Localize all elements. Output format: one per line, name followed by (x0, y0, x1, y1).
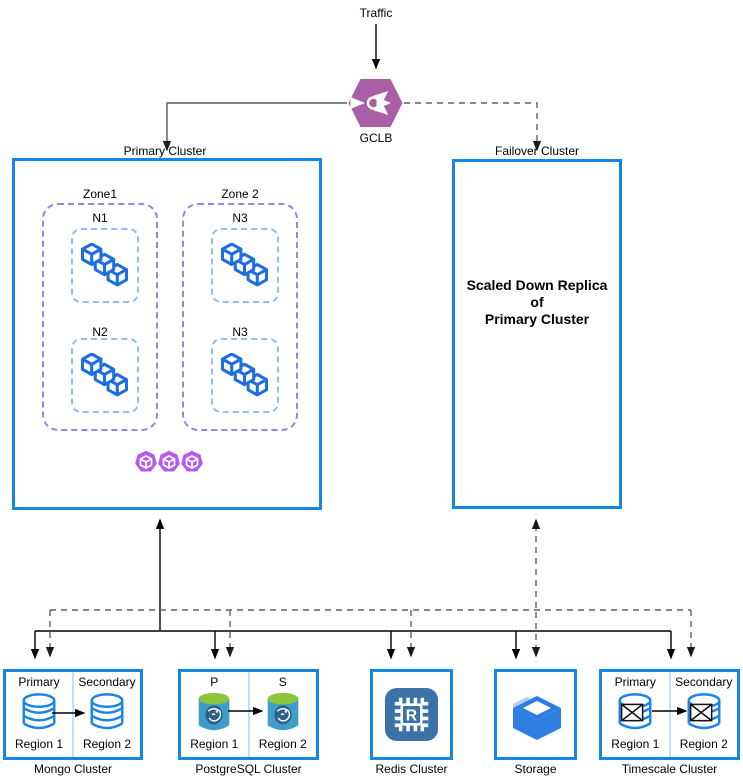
traffic-label: Traffic (359, 6, 393, 20)
mongo-cluster-box: Primary Region 1 Secondary (3, 669, 143, 760)
postgres-primary-region-label: Region 1 (190, 737, 239, 751)
timescale-secondary-half: Secondary Region 2 (671, 672, 738, 757)
timescale-primary-half: Primary Region 1 (602, 672, 669, 757)
workload-cubes-icon (80, 243, 129, 287)
postgres-primary-role-label: P (210, 675, 219, 689)
timescale-cluster-label: Timescale Cluster (621, 762, 718, 776)
workload-cubes-icon (80, 353, 129, 397)
primary-cluster-label: Primary Cluster (123, 144, 207, 158)
postgresql-icon (267, 692, 299, 731)
timescale-primary-role-label: Primary (614, 675, 656, 689)
redis-cluster-box: R (370, 669, 453, 760)
mongo-secondary-region-label: Region 2 (82, 737, 132, 751)
postgres-secondary-region-label: Region 2 (258, 737, 307, 751)
mongo-primary-region-label: Region 1 (14, 737, 64, 751)
mongo-cluster-label: Mongo Cluster (33, 762, 113, 776)
redis-cluster-label: Redis Cluster (375, 762, 448, 776)
redis-letter: R (406, 707, 418, 724)
postgres-primary-half: P Region 1 (181, 672, 248, 757)
pods-icon (134, 449, 204, 475)
failover-cluster-label: Failover Cluster (494, 144, 580, 158)
primary-cluster-box: Zone1 N1 N2 (12, 158, 322, 510)
timescale-primary-region-label: Region 1 (611, 737, 660, 751)
mongo-secondary-half: Secondary Region 2 (74, 672, 140, 757)
failover-cluster-text: Scaled Down Replica of Primary Cluster (466, 277, 608, 327)
node-n3b-box (211, 338, 279, 413)
mongodb-icon (22, 693, 56, 730)
timescale-secondary-role-label: Secondary (675, 675, 733, 689)
postgresql-icon (198, 692, 230, 731)
timescale-secondary-region-label: Region 2 (679, 737, 728, 751)
mongo-secondary-role-label: Secondary (78, 675, 136, 689)
mongo-box-divider (72, 672, 74, 757)
node-n1-label: N1 (92, 211, 108, 225)
failover-cluster-box: Scaled Down Replica of Primary Cluster (452, 159, 622, 509)
storage-icon (512, 695, 561, 740)
zone2-box: N3 N3 (182, 203, 298, 431)
postgres-box-divider (247, 672, 250, 757)
mongo-primary-half: Primary Region 1 (6, 672, 72, 757)
gclb-to-failover-arrow (404, 102, 542, 152)
zone1-label: Zone1 (82, 187, 118, 201)
postgres-secondary-half: S Region 2 (250, 672, 317, 757)
timescale-box-divider (668, 672, 671, 757)
workload-cubes-icon (220, 243, 269, 287)
node-n3a-box (211, 228, 279, 303)
postgresql-cluster-box: P Region 1 S (178, 669, 319, 760)
zone1-box: N1 N2 (42, 203, 158, 431)
gclb-label: GCLB (359, 131, 393, 145)
node-n3b-label: N3 (232, 325, 248, 339)
timescale-icon (618, 693, 652, 730)
node-n2-box (71, 338, 139, 413)
timescale-cluster-box: Primary Region 1 Secondary (599, 669, 740, 760)
postgres-secondary-role-label: S (278, 675, 287, 689)
storage-label: Storage (514, 762, 557, 776)
timescale-icon (687, 693, 721, 730)
gclb-load-balancer-icon (347, 78, 404, 128)
redis-icon: R (384, 687, 439, 742)
mongo-primary-role-label: Primary (18, 675, 60, 689)
storage-box (494, 669, 577, 760)
mongodb-icon (90, 693, 124, 730)
node-n2-label: N2 (92, 325, 108, 339)
workload-cubes-icon (220, 353, 269, 397)
node-n1-box (71, 228, 139, 303)
gclb-to-primary-arrow (162, 102, 347, 152)
postgresql-cluster-label: PostgreSQL Cluster (195, 762, 302, 776)
node-n3a-label: N3 (232, 211, 248, 225)
zone2-label: Zone 2 (221, 187, 259, 201)
